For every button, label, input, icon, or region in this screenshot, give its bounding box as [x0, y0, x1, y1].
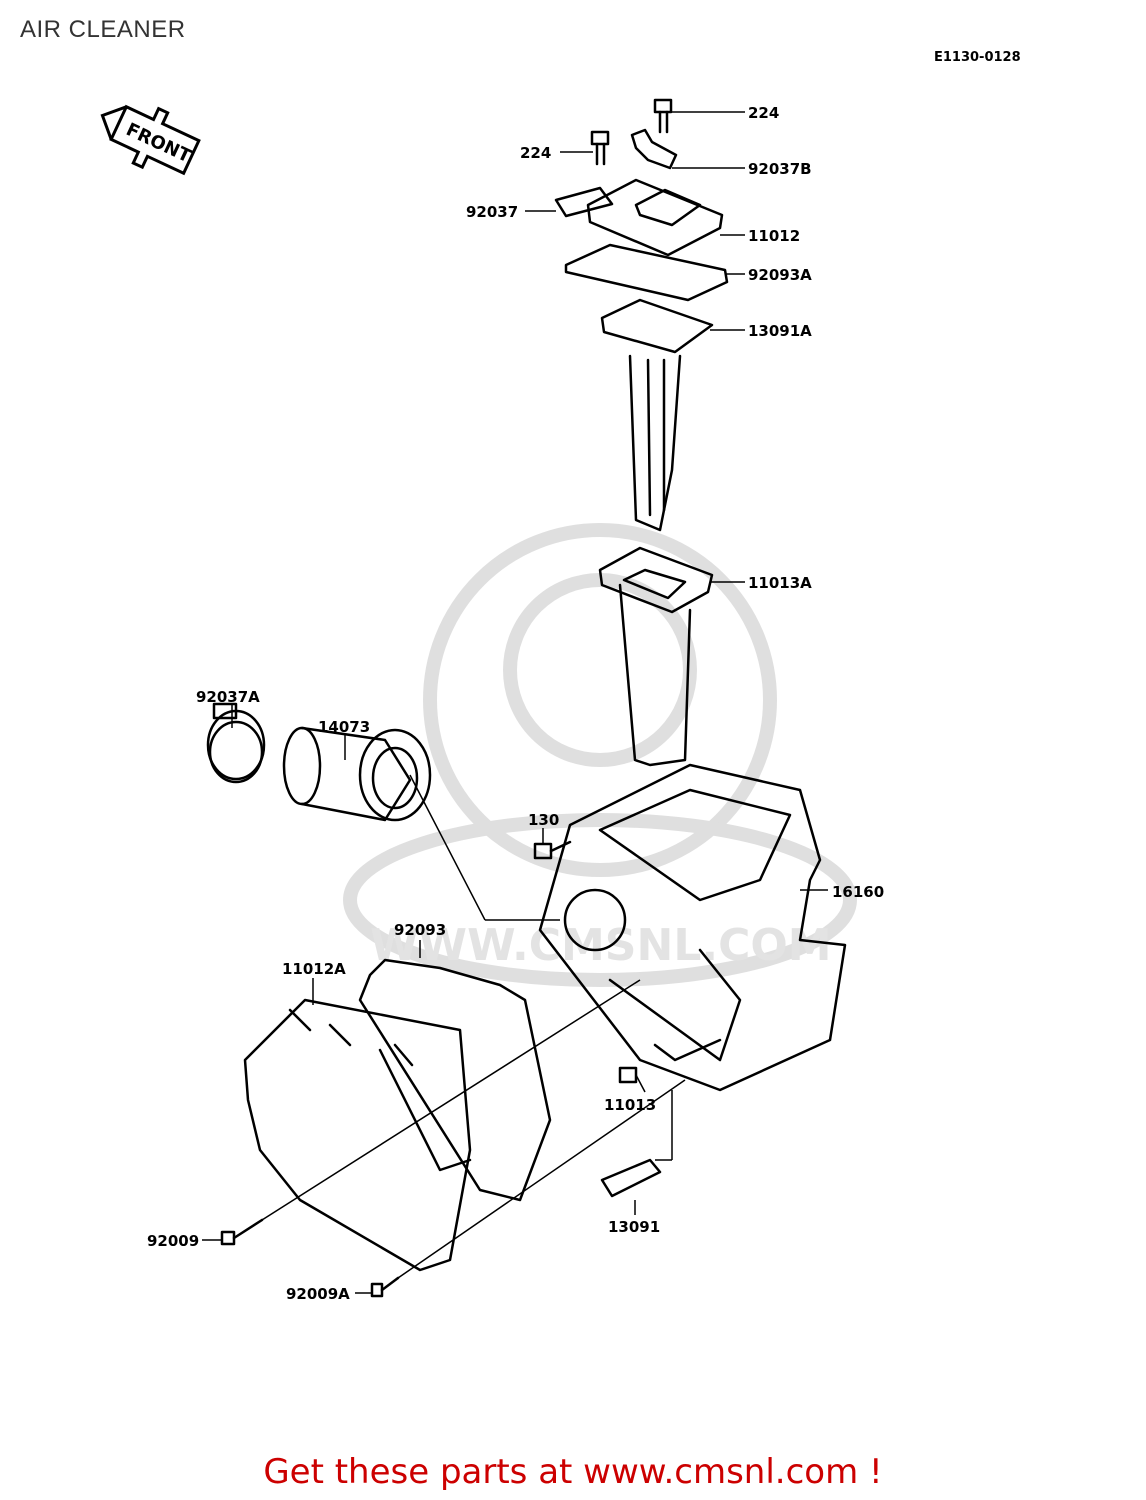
bolt-224-upper	[653, 98, 673, 134]
gasket-92093	[358, 958, 552, 1202]
gasket-92093A	[564, 243, 729, 302]
label-14073: 14073	[318, 718, 370, 736]
label-92093A: 92093A	[748, 266, 812, 284]
bracket-92037B	[630, 128, 678, 170]
duct-13091	[600, 1158, 662, 1198]
footer-link-text[interactable]: Get these parts at www.cmsnl.com !	[263, 1452, 883, 1492]
cover-11012A	[243, 998, 472, 1272]
screw-92009	[220, 1218, 264, 1246]
leader-lines	[202, 111, 828, 1294]
exploded-diagram: WWW.CMSNL.COM FRONT	[100, 98, 884, 1303]
label-92037: 92037	[466, 203, 518, 221]
label-224-left: 224	[520, 144, 551, 162]
page-title: AIR CLEANER	[20, 16, 186, 43]
watermark-text: WWW.CMSNL.COM	[370, 920, 832, 971]
label-224-upper: 224	[748, 104, 779, 122]
diagram-code: E1130-0128	[934, 50, 1021, 65]
filter-14073	[282, 726, 432, 822]
label-11012A: 11012A	[282, 960, 346, 978]
cap-11013	[618, 1066, 638, 1084]
cover-11012	[586, 178, 724, 257]
watermark	[343, 523, 857, 987]
plate-92037	[554, 186, 614, 218]
label-92009: 92009	[147, 1232, 199, 1250]
label-92037B: 92037B	[748, 160, 812, 178]
front-arrow-icon: FRONT	[100, 104, 201, 176]
screw-92009A	[370, 1276, 400, 1298]
label-11013: 11013	[604, 1096, 656, 1114]
label-16160: 16160	[832, 883, 884, 901]
label-92009A: 92009A	[286, 1285, 350, 1303]
duct-13091A	[600, 298, 714, 354]
bolt-224-left	[590, 130, 610, 166]
clamp-92037A	[206, 702, 266, 784]
label-130: 130	[528, 811, 559, 829]
label-92093: 92093	[394, 921, 446, 939]
label-13091: 13091	[608, 1218, 660, 1236]
label-11013A: 11013A	[748, 574, 812, 592]
label-92037A: 92037A	[196, 688, 260, 706]
label-11012: 11012	[748, 227, 800, 245]
air-box-16160	[538, 763, 847, 1092]
duct-11013A	[598, 546, 714, 614]
label-13091A: 13091A	[748, 322, 812, 340]
